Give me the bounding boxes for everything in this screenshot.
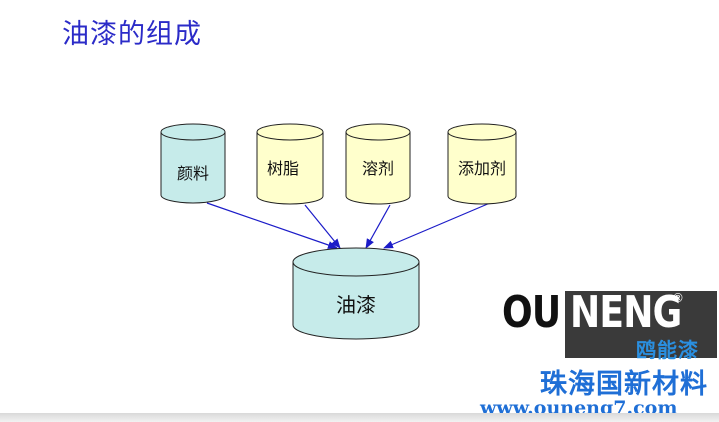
cylinder-additive: 添加剂 (447, 123, 517, 205)
logo-text-ou: OU (502, 287, 561, 338)
logo-text-neng: NENG (570, 287, 682, 338)
label-paint: 油漆 (336, 293, 376, 317)
label-additive: 添加剂 (458, 159, 506, 178)
slide-title: 油漆的组成 (62, 19, 202, 50)
arrow-additive-to-paint (383, 202, 491, 249)
cylinder-resin: 树脂 (256, 123, 324, 205)
cylinder-paint: 油漆 (292, 247, 420, 340)
cylinder-pigment: 颜料 (160, 123, 226, 204)
logo-background (565, 291, 717, 358)
footer-divider (0, 413, 719, 422)
label-solvent: 溶剂 (362, 159, 394, 178)
arrow-pigment-to-paint (206, 202, 338, 249)
label-resin: 树脂 (267, 159, 299, 178)
company-name: 珠海国新材料 (540, 369, 708, 400)
arrow-solvent-to-paint (365, 204, 391, 249)
cylinder-solvent: 溶剂 (345, 123, 411, 205)
registered-mark: ® (672, 291, 684, 305)
label-pigment: 颜料 (177, 164, 209, 183)
logo-chinese-brand: 鸥能漆 (636, 338, 699, 362)
arrow-resin-to-paint (304, 204, 341, 249)
